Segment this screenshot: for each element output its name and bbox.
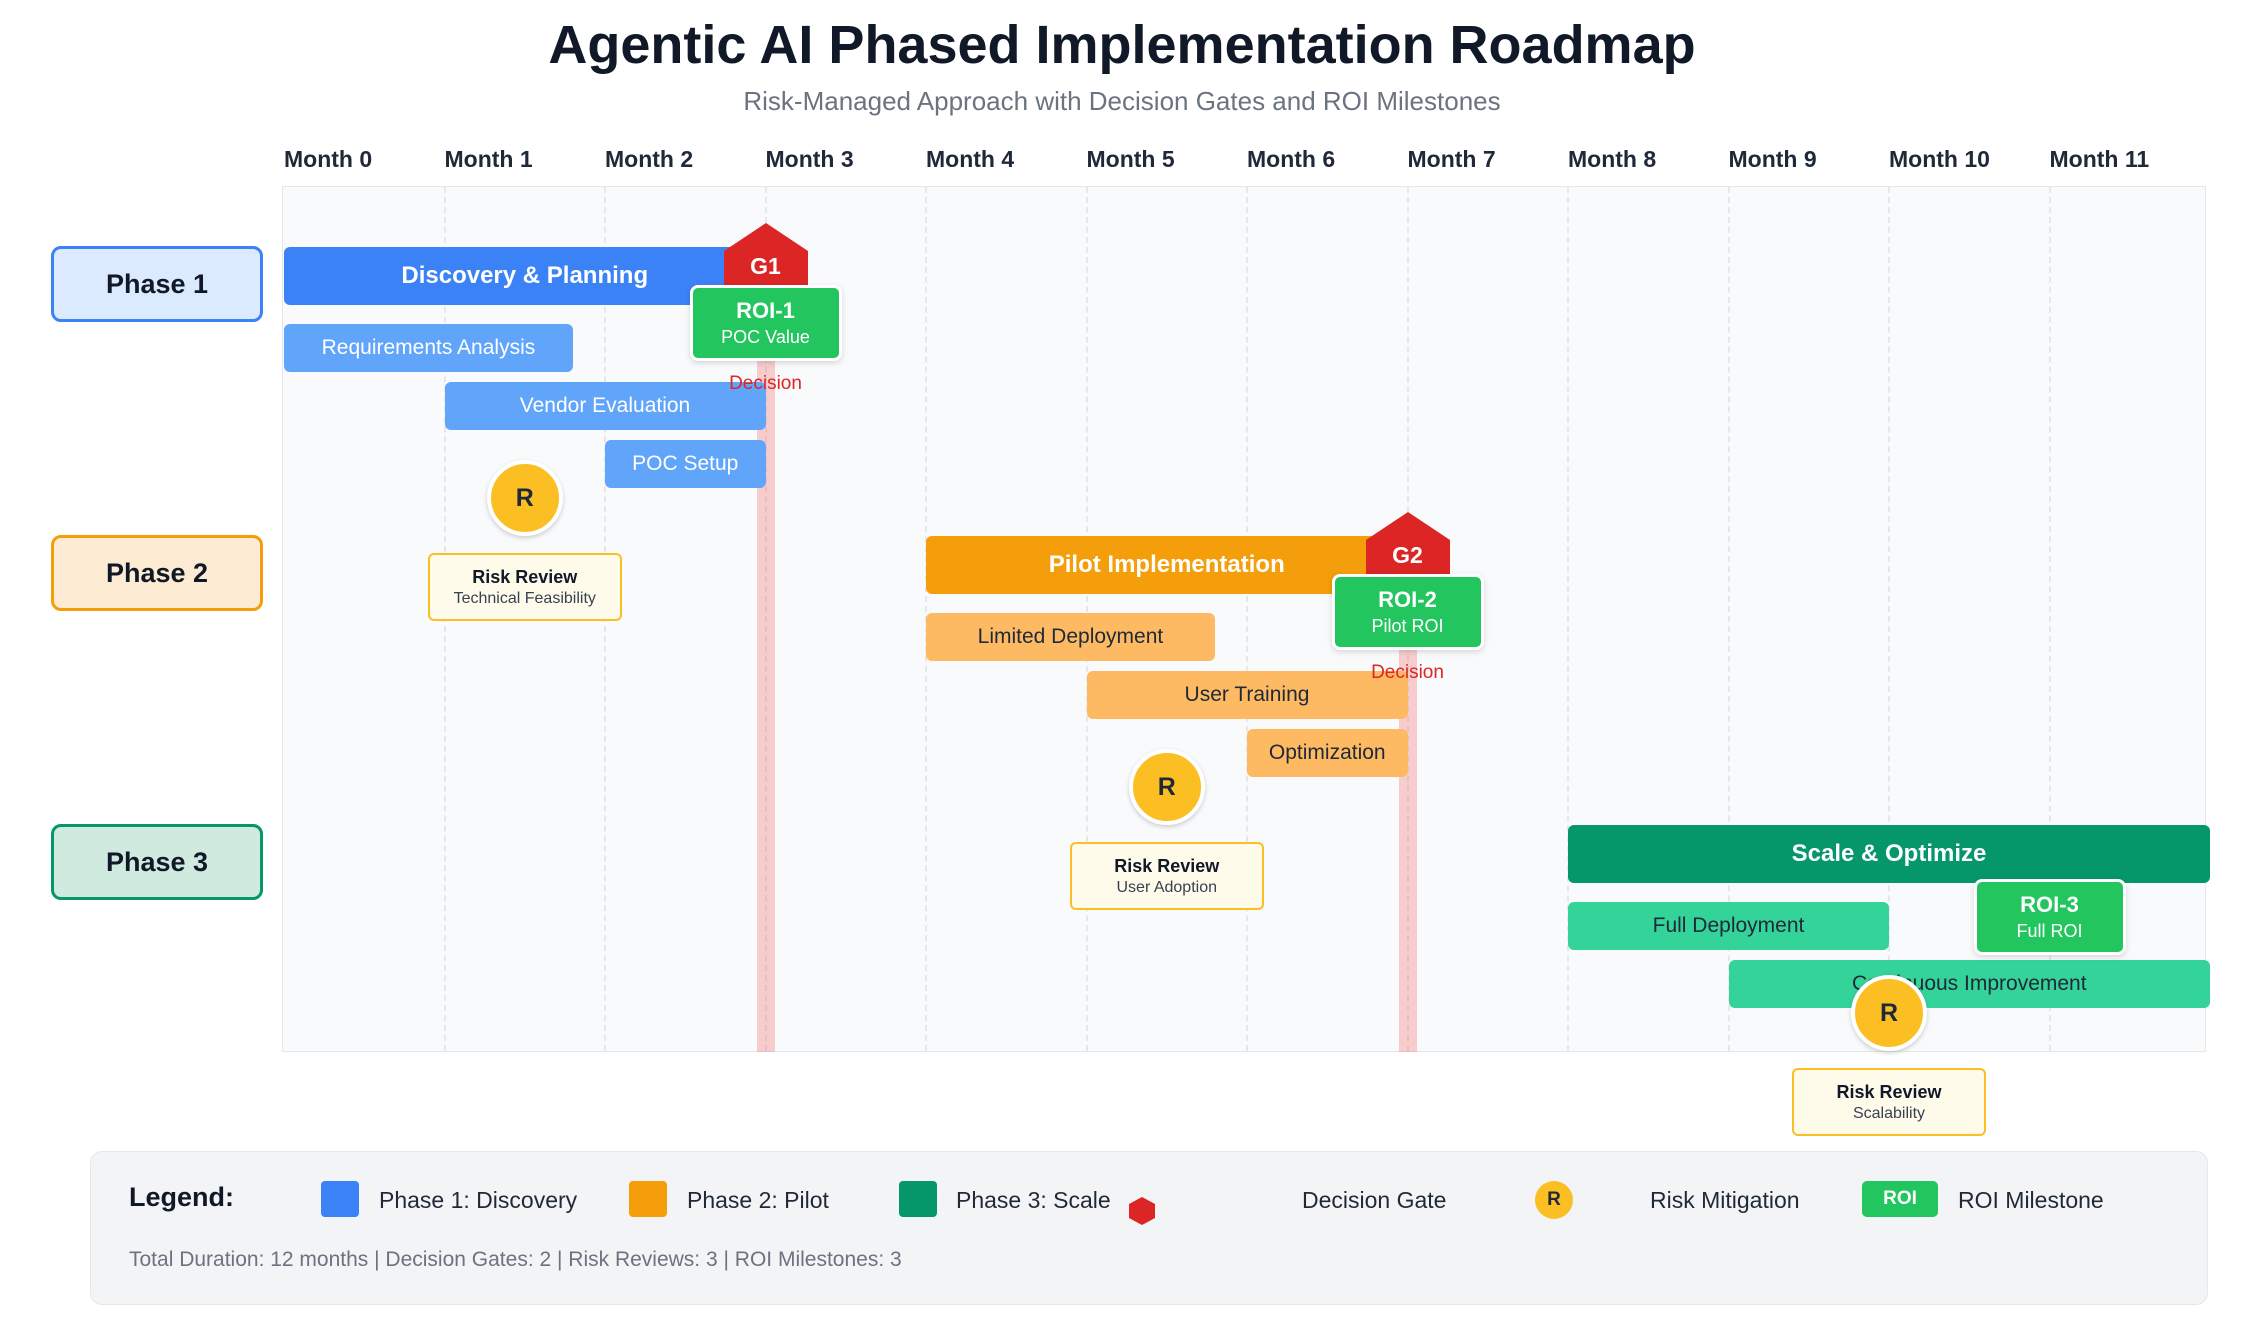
month-label: Month 11 — [2049, 146, 2150, 172]
subtask-bar: Limited Deployment — [926, 613, 1215, 661]
decision-label: Decision — [1371, 662, 1444, 683]
phase-label-1: Phase 1 — [51, 246, 263, 322]
subtask-bar: Optimization — [1247, 729, 1408, 777]
risk-mitigation-icon: R — [486, 460, 563, 536]
main-task-bar: Discovery & Planning — [284, 247, 766, 305]
legend-summary: Total Duration: 12 months | Decision Gat… — [129, 1248, 902, 1271]
roi-subtitle: Full ROI — [2016, 921, 2083, 941]
main-task-bar: Scale & Optimize — [1568, 825, 2210, 883]
decision-gate-label: G2 — [1392, 542, 1423, 568]
subtask-bar: User Training — [1086, 671, 1408, 719]
phase-label-2: Phase 2 — [51, 535, 263, 611]
legend-label-gate: Decision Gate — [1302, 1187, 1447, 1213]
legend-label-risk: Risk Mitigation — [1650, 1187, 1800, 1213]
month-label: Month 0 — [284, 146, 373, 172]
decision-gate-label: G1 — [750, 253, 781, 279]
subtask-bar: Continuous Improvement — [1728, 960, 2210, 1008]
roi-title: ROI-3 — [2020, 892, 2079, 917]
legend-panel — [90, 1151, 2208, 1305]
subtask-bar: Requirements Analysis — [284, 324, 573, 372]
month-gridline — [764, 187, 767, 1051]
legend-roi-badge: ROI — [1862, 1181, 1938, 1217]
month-gridline — [2048, 187, 2051, 1051]
decision-gate-line — [756, 360, 775, 1052]
risk-mitigation-icon: R — [1128, 749, 1205, 825]
legend-label-roi: ROI Milestone — [1958, 1187, 2104, 1213]
risk-mitigation-icon: R — [1851, 975, 1927, 1051]
month-gridline — [1888, 187, 1890, 1051]
month-label: Month 7 — [1407, 146, 1496, 172]
legend-label-phase3: Phase 3: Scale — [956, 1187, 1111, 1213]
month-label: Month 9 — [1728, 146, 1817, 172]
page-title: Agentic AI Phased Implementation Roadmap — [548, 15, 1696, 75]
subtask-bar: Full Deployment — [1568, 902, 1889, 950]
legend-label-phase2: Phase 2: Pilot — [687, 1187, 829, 1213]
roi-title: ROI-1 — [736, 298, 795, 323]
legend-gate-icon — [1127, 1196, 1157, 1226]
legend-label-phase1: Phase 1: Discovery — [379, 1187, 578, 1213]
risk-review-subtitle: Technical Feasibility — [453, 590, 596, 607]
month-gridline — [1567, 187, 1569, 1051]
legend-risk-icon: R — [1535, 1181, 1573, 1219]
month-gridline — [1246, 187, 1248, 1051]
month-label: Month 3 — [765, 146, 854, 172]
month-gridline — [1727, 187, 1730, 1051]
decision-label: Decision — [729, 373, 802, 394]
phase-label-3: Phase 3 — [51, 824, 263, 900]
subtask-bar: POC Setup — [605, 440, 766, 488]
month-label: Month 6 — [1247, 146, 1336, 172]
legend-swatch-phase1 — [321, 1181, 359, 1217]
roi-subtitle: POC Value — [721, 327, 810, 347]
risk-review-title: Risk Review — [1836, 1082, 1942, 1102]
legend-title: Legend: — [129, 1182, 234, 1212]
roi-title: ROI-2 — [1378, 587, 1437, 612]
month-label: Month 8 — [1568, 146, 1657, 172]
legend-swatch-phase2 — [629, 1181, 667, 1217]
roi-subtitle: Pilot ROI — [1371, 616, 1444, 636]
risk-review-title: Risk Review — [1114, 856, 1220, 876]
month-label: Month 10 — [1889, 146, 1990, 172]
month-label: Month 2 — [605, 146, 694, 172]
page-subtitle: Risk-Managed Approach with Decision Gate… — [743, 86, 1501, 116]
legend-swatch-phase3 — [899, 1181, 937, 1217]
month-label: Month 4 — [926, 146, 1015, 172]
month-label: Month 5 — [1086, 146, 1175, 172]
risk-review-subtitle: Scalability — [1852, 1105, 1926, 1122]
month-label: Month 1 — [444, 146, 533, 172]
main-task-bar: Pilot Implementation — [926, 536, 1408, 594]
subtask-bar: Vendor Evaluation — [444, 382, 766, 430]
risk-review-subtitle: User Adoption — [1116, 879, 1217, 896]
risk-review-title: Risk Review — [472, 567, 578, 587]
